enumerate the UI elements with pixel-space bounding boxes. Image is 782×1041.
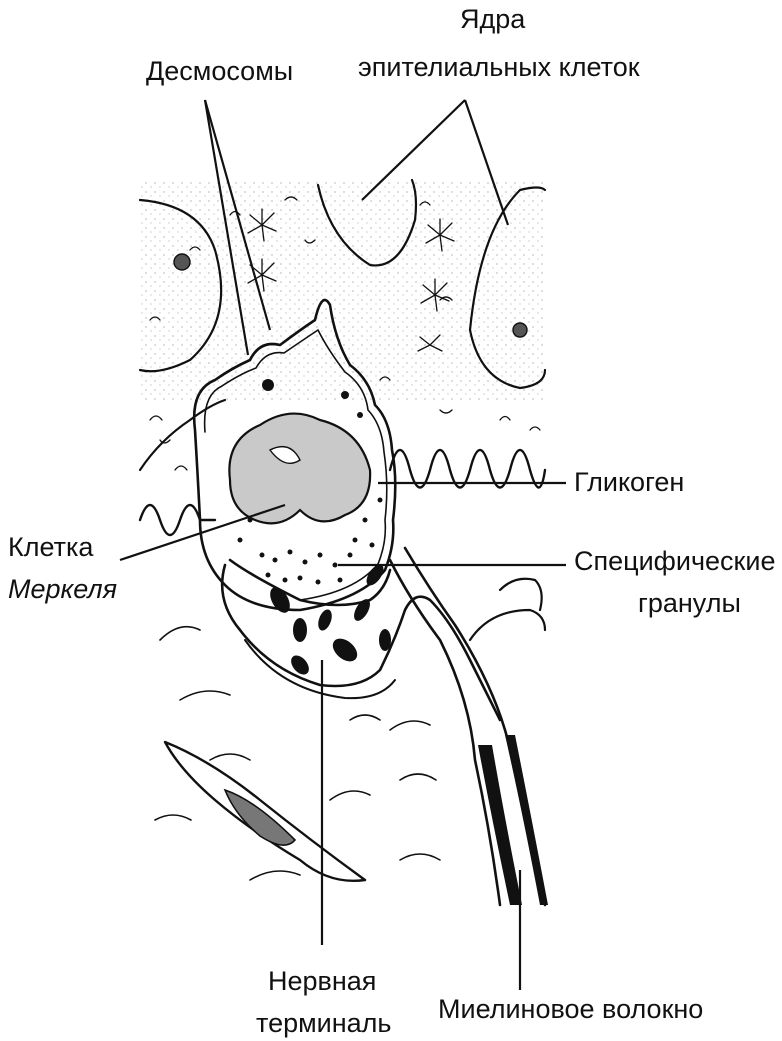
label-nerve-line2: терминаль [256, 1008, 392, 1038]
label-nuclei-line2: эпителиальных клеток [358, 52, 640, 82]
label-merkel-line1: Клетка [8, 532, 94, 562]
label-nuclei-line1: Ядра [460, 4, 526, 34]
epithelium [140, 180, 545, 470]
label-granules-line2: гранулы [638, 588, 741, 618]
merkel-nucleus [229, 414, 370, 524]
label-glycogen: Гликоген [574, 467, 684, 497]
myelinated-fiber [390, 548, 548, 905]
fibroblast [165, 742, 365, 881]
label-nerve-line1: Нервная [268, 966, 376, 996]
nerve-terminal [222, 560, 500, 720]
label-merkel-line2: Меркеля [8, 574, 117, 604]
label-desmosomes: Десмосомы [146, 56, 293, 86]
label-myelin: Миелиновое волокно [438, 994, 703, 1024]
label-granules-line1: Специфические [574, 546, 775, 576]
